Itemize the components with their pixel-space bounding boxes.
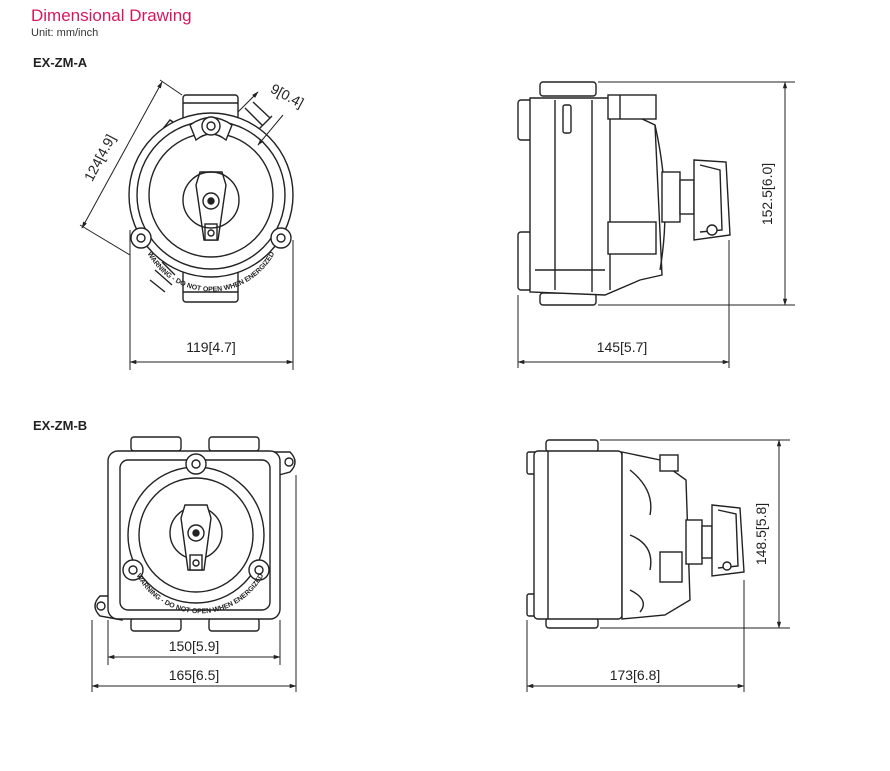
ex-zm-a-front-view: [128, 94, 294, 303]
dim-a-diagonal: 124[4.9]: [81, 132, 119, 184]
ex-zm-a-side-dims: [517, 81, 795, 368]
ex-zm-b-front-view: [94, 436, 296, 632]
dim-b-side-width: 173[6.8]: [610, 667, 661, 683]
model-label-a: EX-ZM-A: [33, 55, 88, 70]
ex-zm-b-side-view: [526, 439, 745, 629]
dim-b-side-height: 148.5[5.8]: [753, 503, 769, 565]
dim-a-tab: 9[0.4]: [268, 80, 306, 111]
dim-b-inner-width: 150[5.9]: [169, 638, 220, 654]
ex-zm-b-front-dims: [91, 475, 297, 692]
model-label-b: EX-ZM-B: [33, 418, 88, 433]
dim-b-outer-width: 165[6.5]: [169, 667, 220, 683]
ex-zm-a-side-view: [517, 81, 731, 306]
ex-zm-a-front-dims: [79, 79, 294, 370]
unit-label: Unit: mm/inch: [31, 27, 99, 39]
ex-zm-b-side-dims: [526, 439, 790, 692]
page-title: Dimensional Drawing: [31, 6, 192, 25]
dim-a-front-width: 119[4.7]: [186, 339, 236, 355]
dim-a-side-height: 152.5[6.0]: [759, 163, 775, 225]
dim-a-side-width: 145[5.7]: [597, 339, 648, 355]
